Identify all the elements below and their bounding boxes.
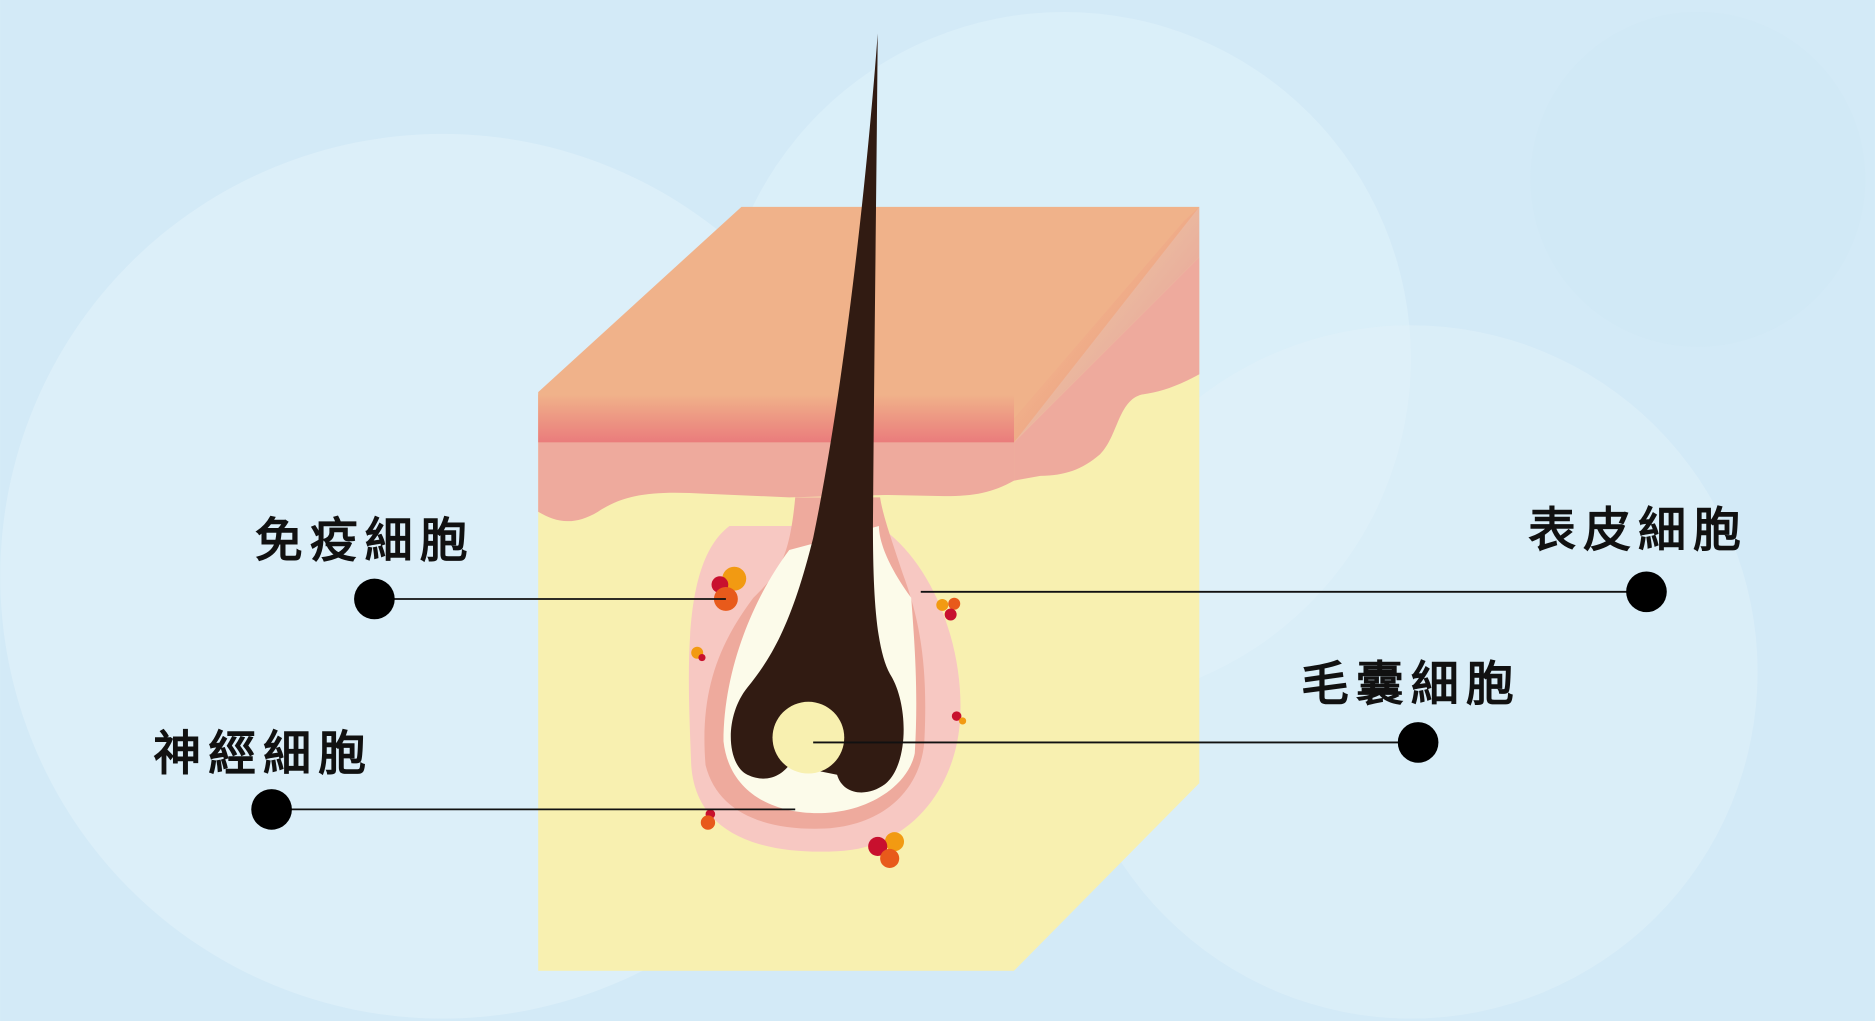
pointer-dot	[1397, 722, 1439, 763]
pointer-dot	[1626, 571, 1667, 613]
hair-follicle	[688, 33, 961, 852]
label-text: 表皮細胞	[1528, 502, 1748, 558]
label-immune-cells: 免疫細胞	[255, 513, 726, 620]
immune-cell-clusters	[691, 566, 967, 868]
label-text: 毛囊細胞	[1301, 657, 1521, 713]
label-follicle-cells: 毛囊細胞	[813, 657, 1521, 763]
label-text: 神經細胞	[153, 726, 373, 782]
pointer-dot	[251, 789, 292, 830]
label-text: 免疫細胞	[255, 513, 475, 569]
pointer-dot	[354, 578, 395, 620]
label-nerve-cells: 神經細胞	[153, 726, 796, 830]
hair-shaft-icon	[730, 33, 904, 793]
dermal-papilla	[772, 701, 845, 774]
label-epidermal-cells: 表皮細胞	[920, 502, 1748, 613]
